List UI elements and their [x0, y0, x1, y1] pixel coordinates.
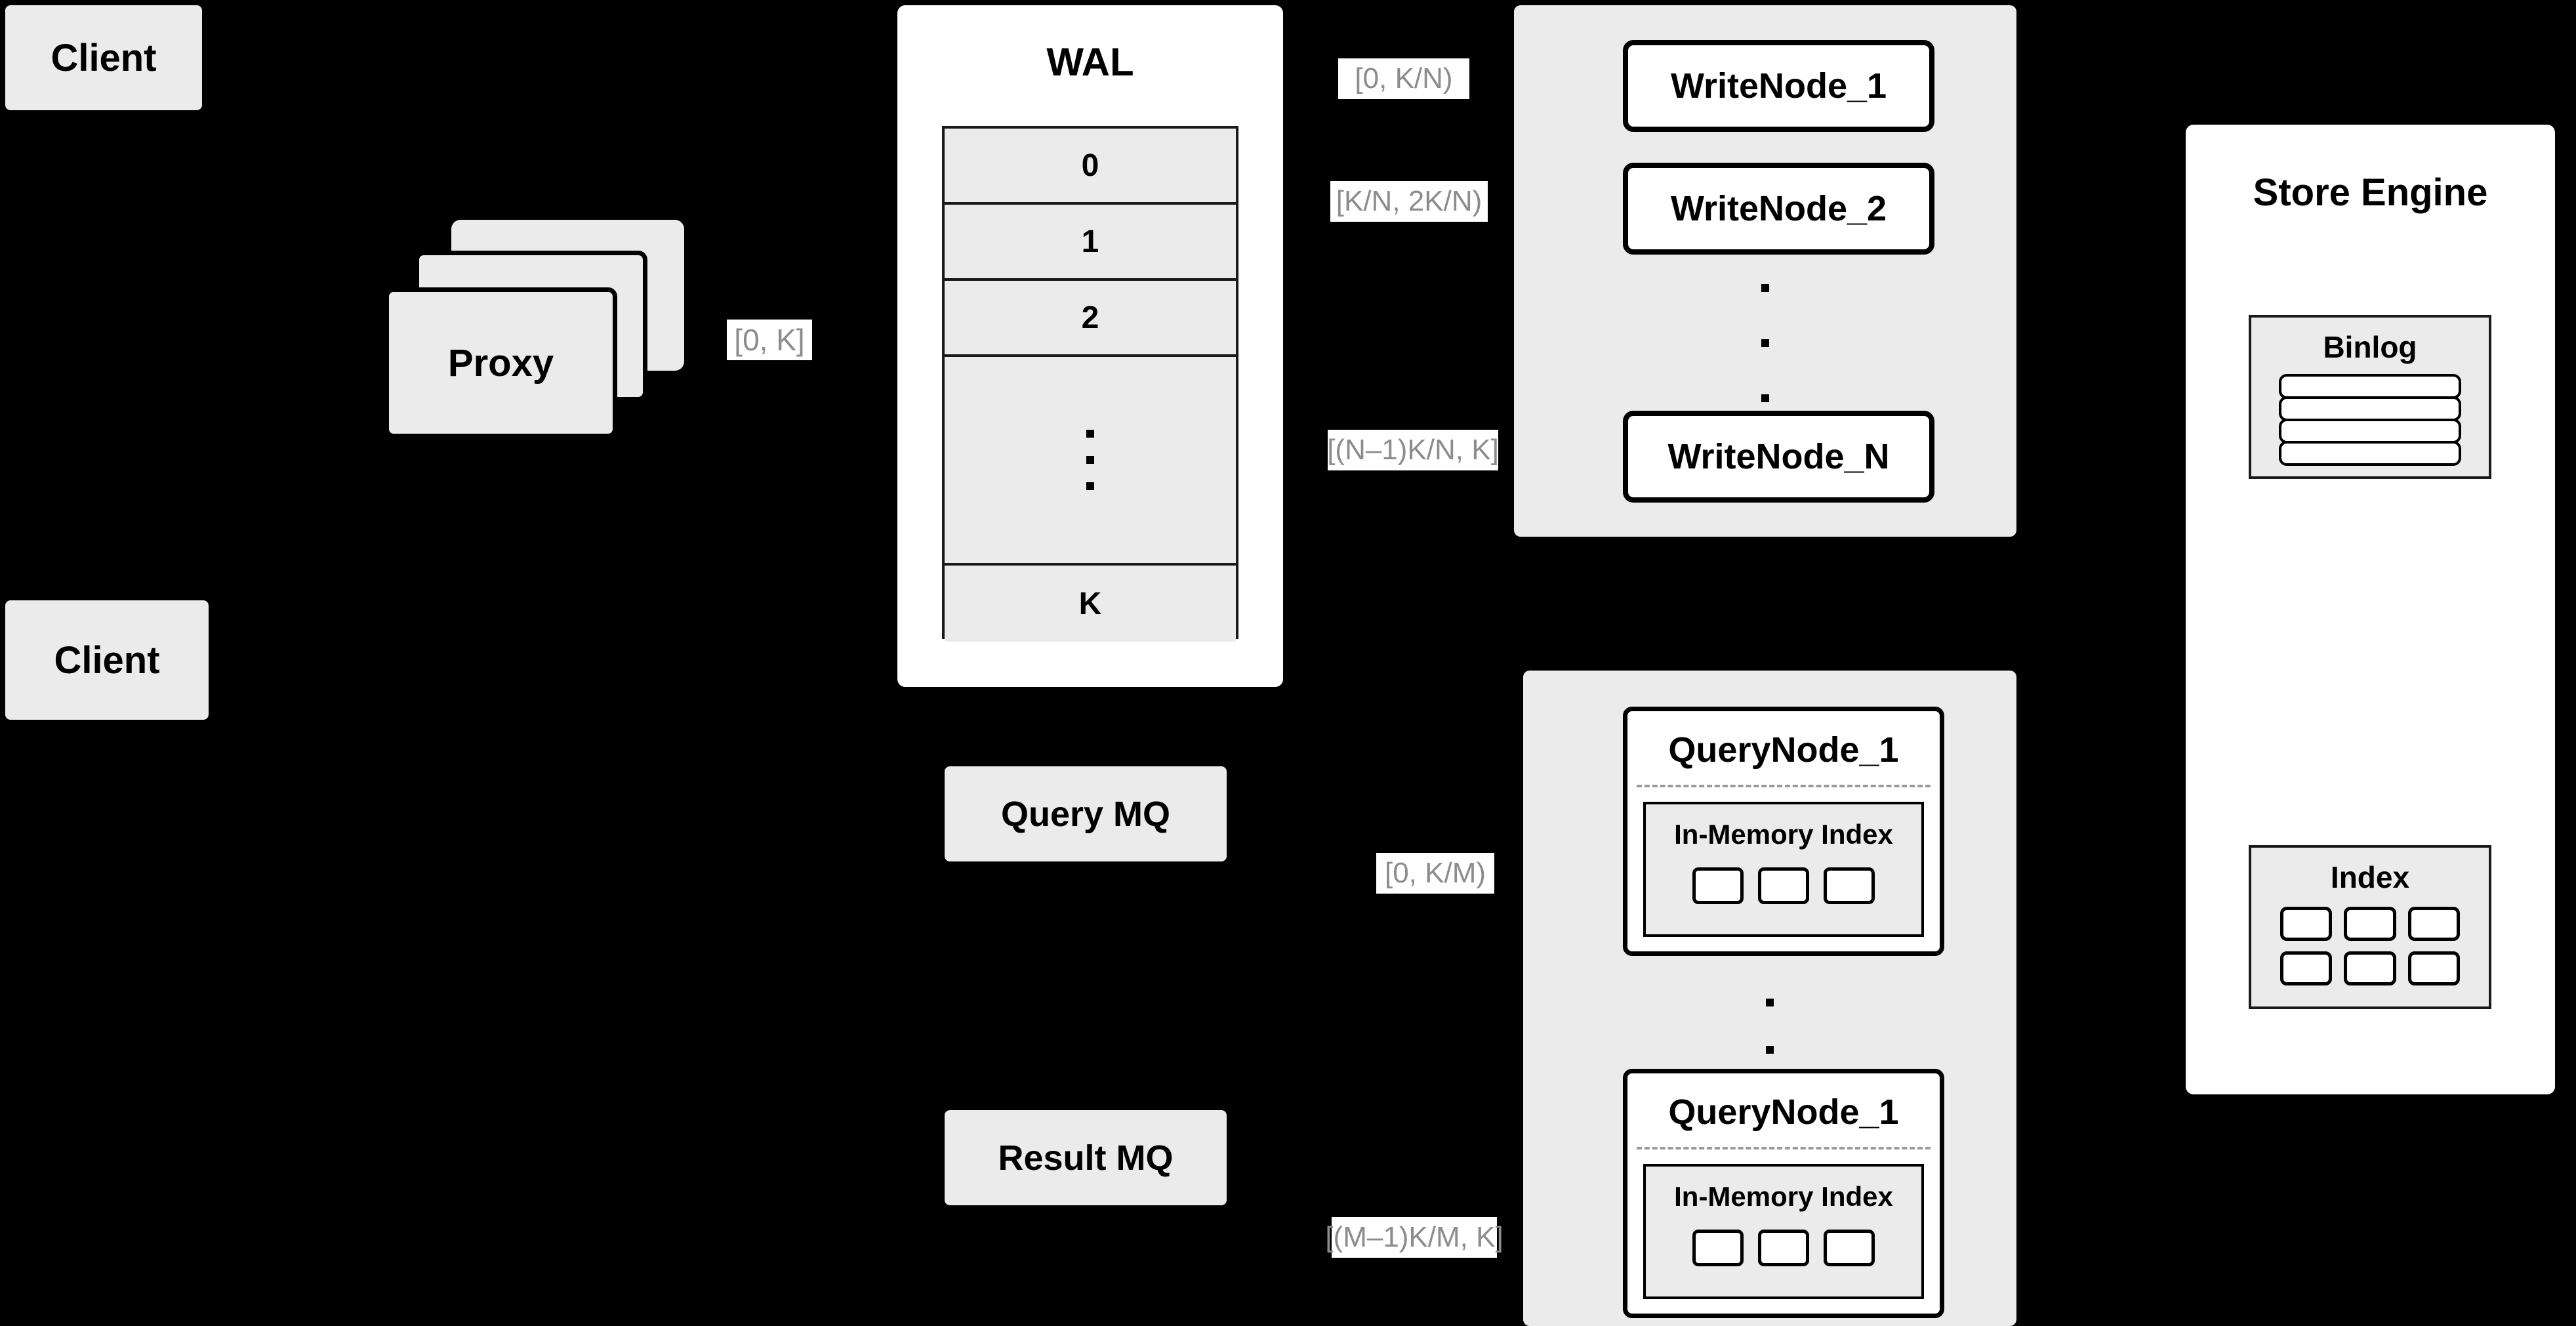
- write-node-n-label: WriteNode_N: [1667, 437, 1890, 476]
- client-node-2-label: Client: [54, 638, 160, 682]
- proxy-node-label: Proxy: [447, 341, 554, 384]
- in-memory-index-1: In-Memory Index: [1643, 802, 1924, 937]
- query-node-1-label: QueryNode_1: [1668, 730, 1899, 770]
- in-memory-index-m: In-Memory Index: [1643, 1164, 1924, 1299]
- index-section: Index: [2249, 845, 2491, 1009]
- write-node-2-label: WriteNode_2: [1670, 189, 1887, 228]
- index-cell[interactable]: [2280, 907, 2333, 941]
- wal-title: WAL: [1046, 40, 1134, 84]
- edge-label-mq-to-querynode-1: [0, K/M): [1376, 853, 1494, 894]
- wal-row[interactable]: 2: [945, 281, 1236, 357]
- query-node-m-divider: [1637, 1147, 1931, 1150]
- ellipsis-dot: [1766, 1046, 1774, 1054]
- wal-row-ellipsis: [945, 357, 1236, 566]
- index-cell[interactable]: [1692, 867, 1744, 904]
- arrow-line-to-binlog: [2158, 385, 2198, 389]
- proxy-node[interactable]: Proxy: [384, 287, 617, 438]
- binlog-row[interactable]: [2279, 441, 2461, 466]
- binlog-rows: [2279, 374, 2461, 466]
- wal-entry-table: 0 1 2 K: [942, 126, 1238, 642]
- query-mq-label: Query MQ: [1000, 794, 1171, 834]
- ellipsis-dot: [1086, 482, 1094, 490]
- result-mq-label: Result MQ: [998, 1138, 1174, 1178]
- index-cell[interactable]: [1692, 1230, 1744, 1266]
- write-node-2[interactable]: WriteNode_2: [1623, 163, 1934, 255]
- index-cell[interactable]: [1824, 1230, 1875, 1266]
- wal-panel: WAL 0 1 2 K: [897, 5, 1283, 687]
- client-node-1[interactable]: Client: [5, 5, 202, 110]
- in-memory-index-m-cells: [1646, 1230, 1921, 1266]
- binlog-row[interactable]: [2279, 374, 2461, 399]
- edge-label-wal-to-writenode-n: [(N–1)K/N, K]: [1327, 430, 1499, 470]
- index-title: Index: [2330, 860, 2410, 894]
- binlog-row[interactable]: [2279, 396, 2461, 421]
- edge-label-mq-to-querynode-m: [(M–1)K/M, K]: [1325, 1217, 1503, 1258]
- arrow-line-to-index: [2158, 943, 2198, 947]
- client-node-2[interactable]: Client: [5, 600, 209, 720]
- ellipsis-dot: [1086, 456, 1094, 464]
- query-node-m-label: QueryNode_1: [1668, 1092, 1899, 1132]
- write-node-n[interactable]: WriteNode_N: [1623, 411, 1934, 503]
- in-memory-index-1-label: In-Memory Index: [1674, 819, 1893, 850]
- query-node-1-divider: [1637, 785, 1931, 787]
- wal-row[interactable]: 0: [945, 129, 1236, 205]
- index-cell[interactable]: [2407, 951, 2460, 985]
- write-node-1-label: WriteNode_1: [1670, 66, 1887, 106]
- wal-row[interactable]: K: [945, 566, 1236, 642]
- index-grid: [2280, 907, 2460, 985]
- result-mq-node[interactable]: Result MQ: [945, 1110, 1227, 1205]
- ellipsis-dot: [1086, 430, 1094, 438]
- index-cell[interactable]: [2344, 907, 2396, 941]
- edge-label-wal-to-writenode-1: [0, K/N): [1338, 58, 1469, 99]
- query-node-m[interactable]: QueryNode_1 In-Memory Index: [1623, 1069, 1944, 1318]
- query-mq-node[interactable]: Query MQ: [945, 766, 1227, 861]
- index-cell[interactable]: [2280, 951, 2333, 985]
- binlog-title: Binlog: [2323, 330, 2417, 364]
- in-memory-index-m-label: In-Memory Index: [1674, 1181, 1893, 1212]
- edge-label-proxy-to-wal: [0, K]: [727, 320, 812, 360]
- write-cluster-ellipsis: [1514, 284, 2016, 402]
- index-cell[interactable]: [1758, 1230, 1809, 1266]
- edge-label-wal-to-writenode-2: [K/N, 2K/N): [1330, 181, 1488, 222]
- write-node-1[interactable]: WriteNode_1: [1623, 40, 1934, 132]
- index-cell[interactable]: [1758, 867, 1809, 904]
- write-node-cluster: WriteNode_1 WriteNode_2 WriteNode_N: [1514, 5, 2016, 537]
- index-cell[interactable]: [2344, 951, 2396, 985]
- store-engine-panel: Store Engine Binlog Index: [2186, 125, 2555, 1094]
- binlog-section: Binlog: [2249, 315, 2491, 479]
- in-memory-index-1-cells: [1646, 867, 1921, 904]
- ellipsis-dot: [1766, 999, 1774, 1006]
- ellipsis-dot: [1761, 394, 1769, 402]
- wal-row[interactable]: 1: [945, 205, 1236, 281]
- ellipsis-dot: [1761, 339, 1769, 347]
- query-node-1[interactable]: QueryNode_1 In-Memory Index: [1623, 707, 1944, 956]
- client-node-1-label: Client: [51, 36, 157, 79]
- query-node-cluster: QueryNode_1 In-Memory Index QueryNode_1: [1523, 671, 2016, 1326]
- store-engine-title: Store Engine: [2253, 171, 2488, 214]
- index-cell[interactable]: [1824, 867, 1875, 904]
- binlog-row[interactable]: [2279, 419, 2461, 444]
- ellipsis-dot: [1761, 284, 1769, 292]
- index-cell[interactable]: [2407, 907, 2460, 941]
